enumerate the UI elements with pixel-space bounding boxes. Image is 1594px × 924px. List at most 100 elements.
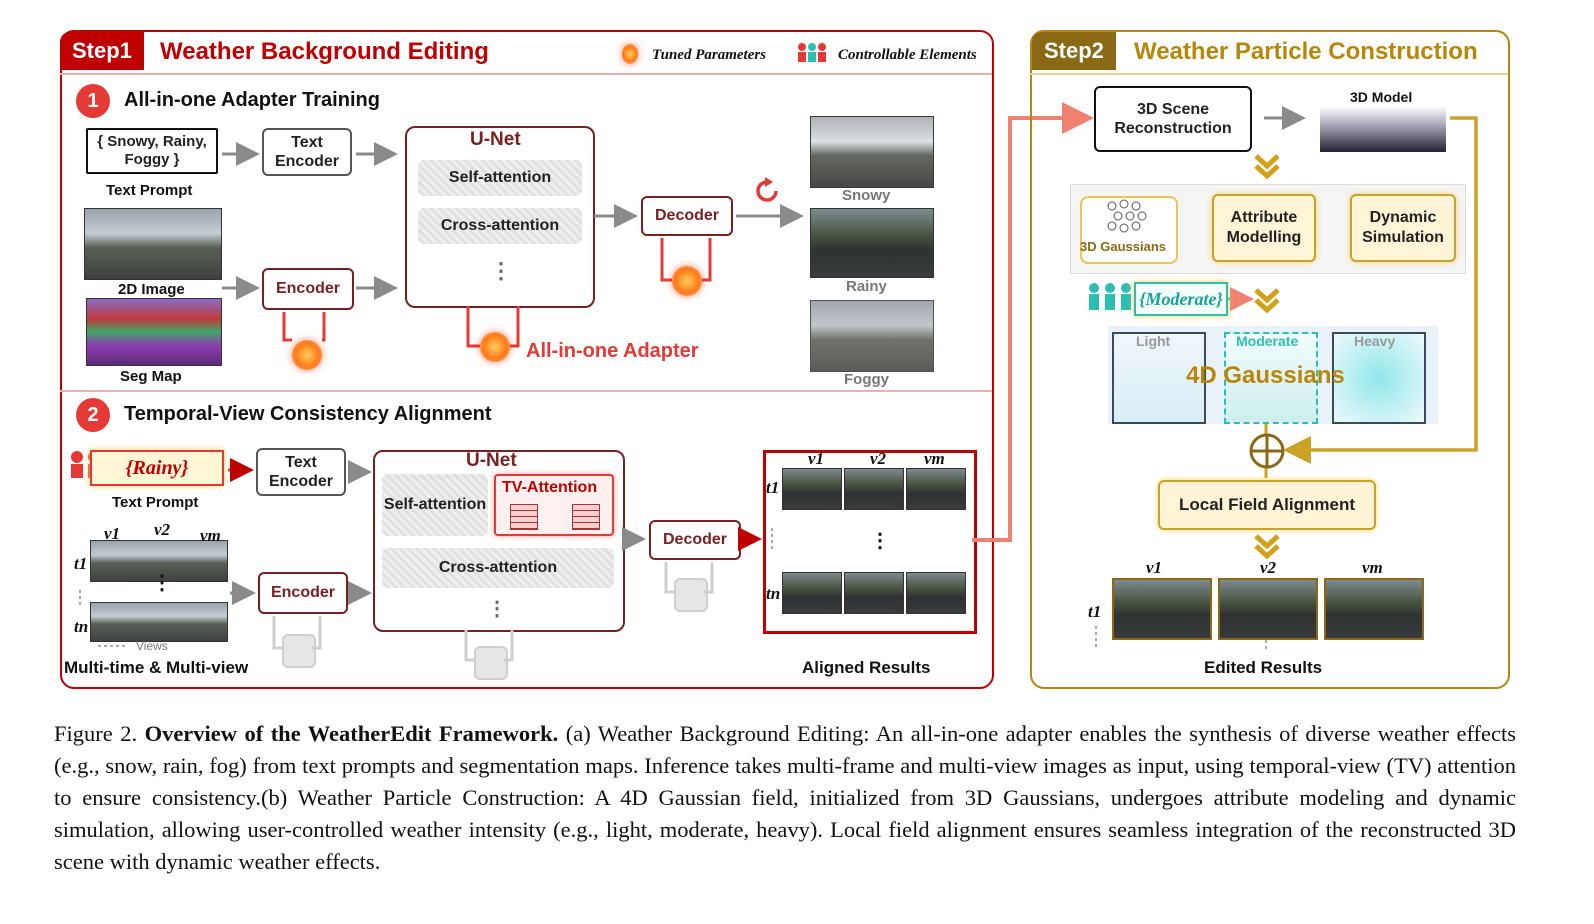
legend-tuned: Tuned Parameters xyxy=(652,47,767,63)
edited-frame xyxy=(1324,578,1424,640)
decoder-box: Decoder xyxy=(641,196,733,236)
step2-tag: Step2 xyxy=(1032,32,1116,70)
edited-frame xyxy=(1218,578,1318,640)
multiview-frame-t1 xyxy=(90,540,228,582)
light-label: Light xyxy=(1136,333,1171,349)
chevron-down-icon xyxy=(1254,534,1280,560)
cross-attention-box: Cross-attention xyxy=(418,208,582,244)
text-encoder-box-2: Text Encoder xyxy=(256,448,346,496)
unet-dots-2: ⋮ xyxy=(487,598,507,620)
aligned-frame xyxy=(844,468,904,510)
unet-dots: ⋮ xyxy=(490,258,512,283)
frozen-icon xyxy=(474,646,508,680)
moderate-selector: {Moderate} xyxy=(1134,282,1228,316)
figure-caption: Figure 2. Overview of the WeatherEdit Fr… xyxy=(54,718,1516,878)
grid-icon xyxy=(510,504,538,530)
view-vm: vm xyxy=(200,526,221,545)
rainy-label: Rainy xyxy=(846,278,887,295)
aligned-frame xyxy=(906,468,966,510)
unet-label-2: U-Net xyxy=(466,450,517,471)
text-encoder-box: Text Encoder xyxy=(262,128,352,176)
seg-map-label: Seg Map xyxy=(120,368,182,385)
adapter-label: All-in-one Adapter xyxy=(526,340,699,362)
aligned-dots: ⋮ xyxy=(870,530,890,552)
unet-label: U-Net xyxy=(470,129,521,150)
dynamic-simulation-box: Dynamic Simulation xyxy=(1350,194,1456,262)
edited-v2: v2 xyxy=(1260,558,1277,577)
model-3d-image xyxy=(1320,106,1446,152)
input-2d-image xyxy=(84,208,222,280)
view-v1: v1 xyxy=(104,524,121,543)
sub2-number: 2 xyxy=(76,398,110,432)
moderate-label: Moderate xyxy=(1236,333,1299,349)
view-v2: v2 xyxy=(154,520,171,539)
flame-icon xyxy=(480,332,510,362)
time-t1: t1 xyxy=(74,554,88,573)
encoder-box-2: Encoder xyxy=(258,572,348,614)
legend-control: Controllable Elements xyxy=(838,47,977,63)
edited-frame xyxy=(1112,578,1212,640)
aligned-frame xyxy=(782,572,842,614)
step2-panel xyxy=(1030,30,1510,689)
step2-header-divider xyxy=(1030,73,1508,75)
plus-circle-icon xyxy=(1249,433,1285,469)
aligned-v2: v2 xyxy=(870,449,887,468)
frame-dots: ⋮ xyxy=(152,572,172,594)
sub1-number: 1 xyxy=(76,84,110,118)
caption-label: Figure 2. xyxy=(54,721,138,746)
aligned-v1: v1 xyxy=(808,449,825,468)
step2-title: Weather Particle Construction xyxy=(1134,38,1478,65)
step1-header-divider xyxy=(60,73,992,75)
grid-icon xyxy=(572,504,600,530)
foggy-output xyxy=(810,300,934,372)
step1-title: Weather Background Editing xyxy=(160,38,489,65)
people-icon xyxy=(1089,283,1131,310)
prompt-box: { Snowy, Rainy, Foggy } xyxy=(86,128,218,174)
chevron-down-icon xyxy=(1254,154,1280,180)
frozen-icon xyxy=(282,634,316,668)
flame-icon xyxy=(672,266,702,296)
caption-bold: Overview of the WeatherEdit Framework. xyxy=(144,721,559,746)
edited-vm: vm xyxy=(1362,558,1383,577)
aligned-frame xyxy=(906,572,966,614)
gaussians-3d-box xyxy=(1080,196,1178,264)
aligned-label: Aligned Results xyxy=(802,658,931,677)
edited-v1: v1 xyxy=(1146,558,1163,577)
multi-label: Multi-time & Multi-view xyxy=(64,658,249,677)
sub2-title: Temporal-View Consistency Alignment xyxy=(124,403,492,425)
gaussian-points-icon xyxy=(1107,199,1147,233)
rainy-output xyxy=(810,208,934,278)
edited-label: Edited Results xyxy=(1204,658,1323,677)
views-label: Views xyxy=(136,639,168,653)
decoder-box-2: Decoder xyxy=(649,520,741,560)
heavy-label: Heavy xyxy=(1354,333,1396,349)
flame-icon xyxy=(622,44,638,64)
step1-tag: Step1 xyxy=(60,32,144,70)
aligned-t1: t1 xyxy=(766,478,780,497)
scene-recon-box: 3D Scene Reconstruction xyxy=(1094,86,1252,152)
attribute-modelling-box: Attribute Modelling xyxy=(1212,194,1316,262)
foggy-label: Foggy xyxy=(844,371,889,388)
model-3d-label: 3D Model xyxy=(1350,89,1413,105)
self-attention-box-2: Self-attention xyxy=(382,474,488,536)
aligned-frame xyxy=(844,572,904,614)
aligned-tn: tn xyxy=(766,584,781,603)
people-icon xyxy=(798,43,826,62)
image-2d-label: 2D Image xyxy=(118,281,185,298)
aligned-frame xyxy=(782,468,842,510)
tv-attention-label: TV-Attention xyxy=(502,479,598,496)
encoder-box: Encoder xyxy=(262,268,354,310)
sub-divider xyxy=(60,390,992,392)
gaussians-3d-label: 3D Gaussians xyxy=(1080,239,1166,254)
aligned-results-frame xyxy=(763,450,977,634)
sub1-title: All-in-one Adapter Training xyxy=(124,89,380,111)
edited-t1: t1 xyxy=(1088,602,1102,621)
self-attention-box: Self-attention xyxy=(418,160,582,196)
chevron-down-icon xyxy=(1254,288,1280,314)
refresh-icon xyxy=(756,177,778,202)
caption-text: (a) Weather Background Editing: An all-i… xyxy=(54,721,1517,874)
aligned-vm: vm xyxy=(924,449,945,468)
text-prompt-label-2: Text Prompt xyxy=(112,494,199,511)
cross-attention-box-2: Cross-attention xyxy=(382,548,614,588)
heavy-intensity-box xyxy=(1332,332,1426,424)
